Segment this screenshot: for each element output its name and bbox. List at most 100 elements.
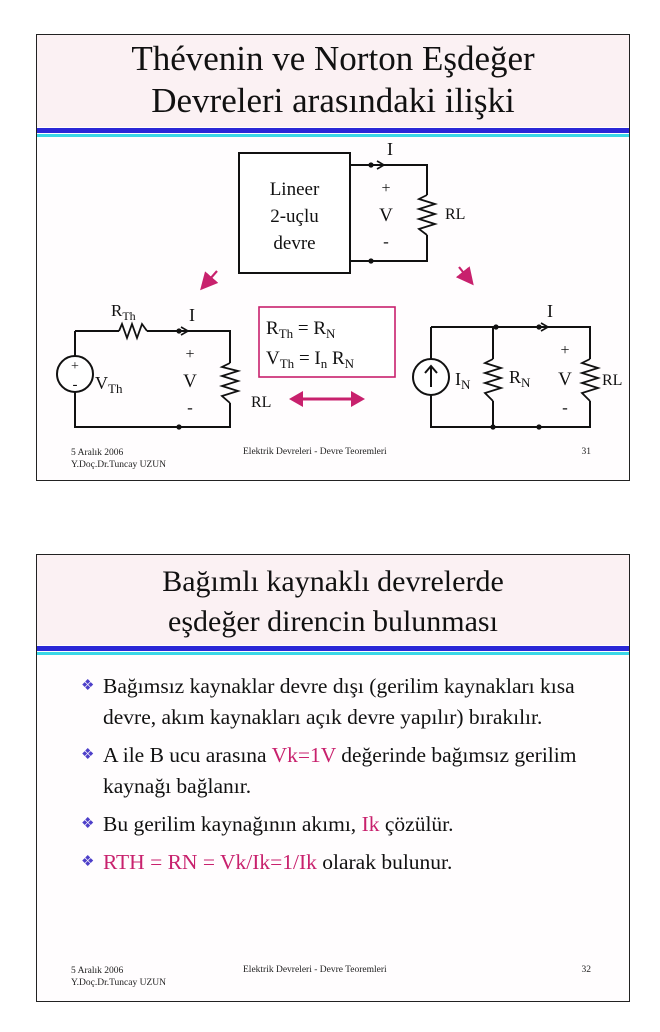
plus-sign: + (560, 342, 569, 359)
minus-sign: - (383, 232, 389, 251)
network-wires (350, 164, 428, 262)
diamond-bullet-icon: ❖ (81, 854, 95, 870)
current-label: I (189, 305, 195, 325)
network-box (238, 152, 351, 274)
slide-title-area: Bağımlı kaynaklı devrelerde eşdeğer dire… (37, 555, 629, 645)
plus-sign: + (381, 180, 390, 197)
terminal-dot (536, 324, 542, 330)
network-label-2: 2-uçlu (270, 206, 319, 227)
in-label: IN (455, 369, 471, 392)
footer-course: Elektrik Devreleri - Devre Teoremleri (243, 965, 387, 975)
rn-label: RN (509, 367, 531, 390)
double-arrow-icon (289, 391, 365, 407)
equation-rth: RTh = RN (266, 318, 336, 341)
footer-course: Elektrik Devreleri - Devre Teoremleri (243, 447, 387, 457)
bullet-item: ❖ Bu gerilim kaynağının akımı, Ik çözülü… (81, 809, 601, 840)
slide-title-area: Thévenin ve Norton Eşdeğer Devreleri ara… (37, 35, 629, 127)
footer-author: Y.Doç.Dr.Tuncay UZUN (71, 460, 166, 470)
network-label-3: devre (273, 233, 315, 254)
diamond-bullet-icon: ❖ (81, 678, 95, 694)
slide-title: Thévenin ve Norton Eşdeğer Devreleri ara… (37, 35, 629, 122)
terminal-dot (176, 328, 182, 334)
load-label: RL (251, 394, 271, 411)
bullet-item: ❖ Bağımsız kaynaklar devre dışı (gerilim… (81, 671, 601, 733)
title-divider-cyan (37, 652, 629, 655)
network-label-1: Lineer (270, 179, 320, 200)
current-arrow-icon (540, 322, 550, 332)
voltage-label: V (183, 371, 197, 392)
source-minus: - (73, 377, 78, 393)
junction-dot (490, 424, 496, 430)
bullet-text: çözülür. (379, 812, 454, 836)
slide-32: Bağımlı kaynaklı devrelerde eşdeğer dire… (36, 554, 630, 1002)
circuit-diagram: Lineer 2-uçlu devre I RL + V - RTh (56, 139, 622, 430)
footer-author: Y.Doç.Dr.Tuncay UZUN (71, 978, 166, 988)
terminal-dot (368, 258, 374, 264)
resistor-icon (481, 358, 505, 402)
title-line-1: Thévenin ve Norton Eşdeğer (131, 39, 535, 78)
linear-network: Lineer 2-uçlu devre I RL + V - (238, 139, 465, 274)
bullet-item: ❖ RTH = RN = Vk/Ik=1/Ik olarak bulunur. (81, 847, 601, 878)
equation-frame (258, 306, 396, 378)
highlight-text: Ik (361, 812, 380, 836)
arrow-to-norton-icon (455, 266, 474, 286)
resistor-icon (118, 321, 148, 341)
bullet-text: A ile B ucu arasına (103, 743, 272, 767)
footer-left: 5 Aralık 2006 Y.Doç.Dr.Tuncay UZUN (71, 447, 166, 471)
resistor-icon (578, 358, 602, 402)
diamond-bullet-icon: ❖ (81, 816, 95, 832)
slide-31: Thévenin ve Norton Eşdeğer Devreleri ara… (36, 34, 630, 481)
title-divider-cyan (37, 134, 629, 137)
highlight-text: RTH = RN = Vk/Ik=1/Ik (103, 850, 317, 874)
norton-wires (430, 326, 591, 428)
terminal-dot (536, 424, 542, 430)
load-label: RL (602, 372, 622, 389)
bullet-text: değerinde bağımsız gerilim kaynağı bağla… (103, 743, 577, 798)
equation-vth: VTh = In RN (266, 348, 355, 371)
footer-left: 5 Aralık 2006 Y.Doç.Dr.Tuncay UZUN (71, 965, 166, 989)
highlight-text: Vk=1V (271, 743, 336, 767)
footer-date: 5 Aralık 2006 (71, 448, 124, 458)
junction-dot (493, 324, 499, 330)
bullet-item: ❖ A ile B ucu arasına Vk=1V değerinde ba… (81, 740, 601, 802)
title-line-1: Bağımlı kaynaklı devrelerde (162, 565, 504, 598)
title-divider-blue (37, 128, 629, 133)
current-arrow-icon (180, 326, 190, 336)
plus-sign: + (185, 346, 194, 363)
current-label: I (547, 301, 553, 321)
terminal-dot (368, 162, 374, 168)
minus-sign: - (187, 398, 193, 417)
bullet-text: Bu gerilim kaynağının akımı, (103, 812, 362, 836)
bullet-list: ❖ Bağımsız kaynaklar devre dışı (gerilim… (81, 671, 601, 885)
bullet-text: olarak bulunur. (316, 850, 453, 874)
title-divider-blue (37, 646, 629, 651)
voltage-label: V (558, 369, 572, 390)
equivalence-box: RTh = RN VTh = In RN (258, 306, 396, 378)
title-line-2: Devreleri arasındaki ilişki (151, 81, 515, 120)
arrow-to-thevenin-icon (200, 270, 219, 291)
norton-circuit: IN RN I RL + V - (412, 301, 622, 430)
minus-sign: - (562, 398, 568, 417)
load-label: RL (445, 206, 465, 223)
footer-date: 5 Aralık 2006 (71, 966, 124, 976)
current-label: I (387, 139, 393, 159)
current-arrow-icon (376, 160, 386, 170)
diamond-bullet-icon: ❖ (81, 747, 95, 763)
voltage-source-icon (56, 355, 94, 393)
resistor-icon (218, 362, 242, 404)
slide-body (37, 655, 629, 1001)
resistor-icon (415, 194, 439, 236)
title-line-2: eşdeğer direncin bulunması (168, 605, 498, 638)
thevenin-circuit: RTh I + - VTh RL + V - (56, 301, 271, 430)
footer-page-number: 31 (581, 447, 592, 457)
vth-label: VTh (95, 373, 123, 396)
footer-page-number: 32 (581, 965, 592, 975)
source-plus: + (71, 359, 79, 374)
slide-title: Bağımlı kaynaklı devrelerde eşdeğer dire… (37, 555, 629, 642)
thevenin-wires (74, 330, 231, 428)
rth-label: RTh (111, 301, 136, 323)
bullet-text: Bağımsız kaynaklar devre dışı (gerilim k… (103, 674, 575, 729)
arrow-up-icon (424, 364, 438, 387)
voltage-label: V (379, 205, 393, 226)
terminal-dot (176, 424, 182, 430)
